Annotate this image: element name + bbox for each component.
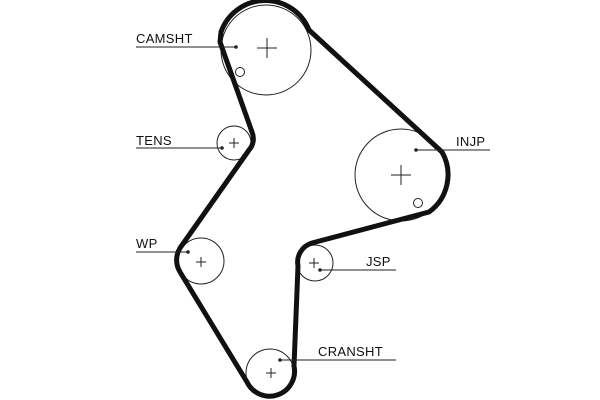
- tensioner-leader: [136, 146, 224, 150]
- crankshaft-center-mark: [266, 368, 276, 378]
- water-pump-label: WP: [136, 236, 158, 251]
- crankshaft-leader: [278, 358, 396, 362]
- injection-pump-center-mark: [391, 165, 411, 185]
- camshaft-timing-hole: [235, 67, 245, 77]
- jsp-leader: [318, 268, 396, 272]
- injection-pump-leader: [414, 148, 490, 152]
- injection-pump-label: INJP: [456, 134, 485, 149]
- tensioner-center-mark: [229, 138, 239, 148]
- tensioner-label: TENS: [136, 133, 172, 148]
- crankshaft-label: CRANSHT: [318, 344, 383, 359]
- water-pump-leader: [136, 250, 190, 254]
- timing-belt: [174, 0, 451, 399]
- injection-pump-timing-hole: [413, 198, 423, 208]
- camshaft-label: CAMSHT: [136, 31, 193, 46]
- camshaft-center-mark: [257, 38, 277, 58]
- water-pump-center-mark: [196, 257, 206, 267]
- jsp-label: JSP: [366, 254, 391, 269]
- camshaft-leader: [136, 45, 238, 49]
- jsp-center-mark: [309, 258, 319, 268]
